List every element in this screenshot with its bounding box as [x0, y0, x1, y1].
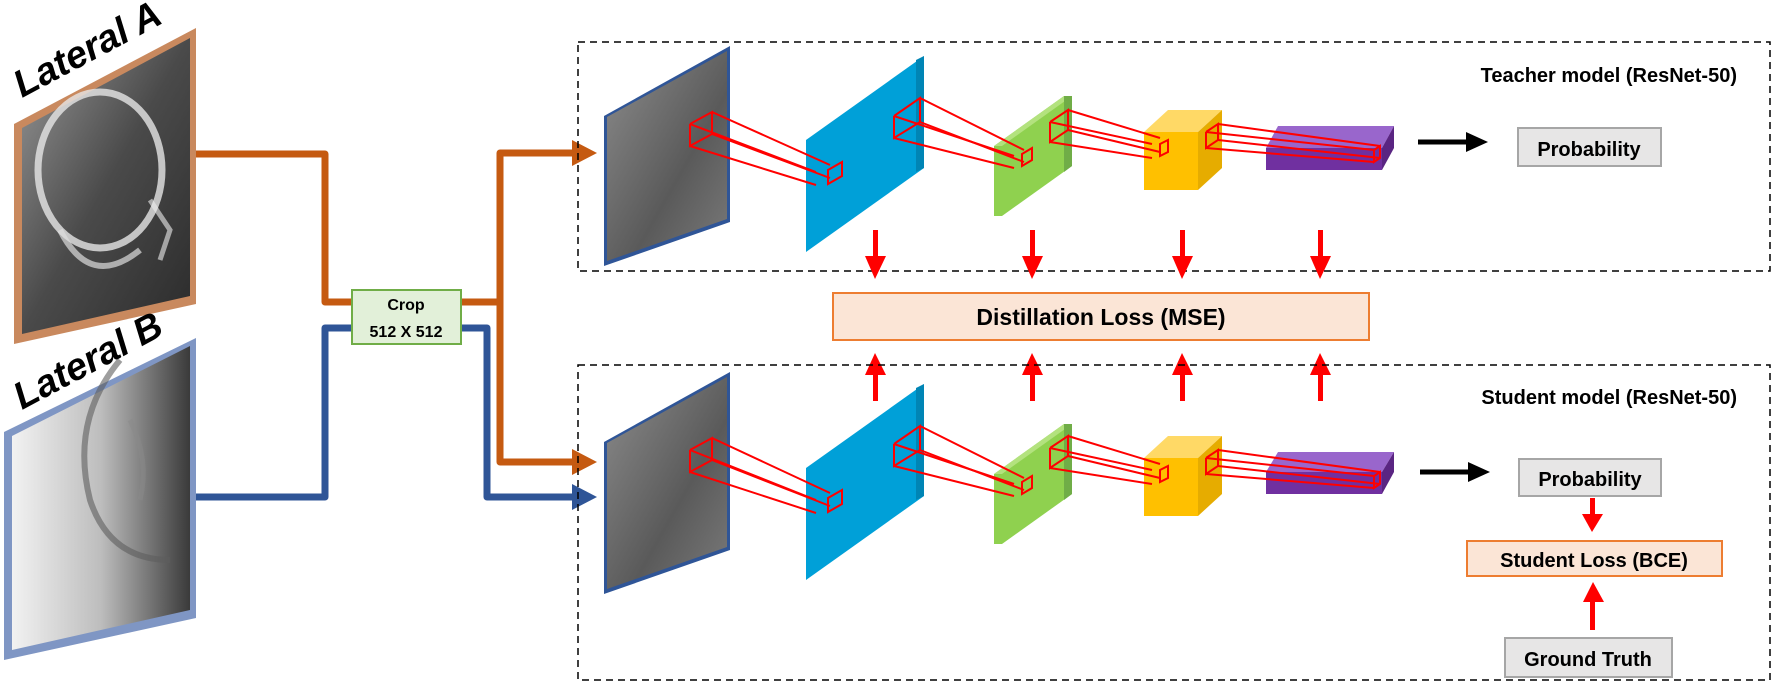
- lateral-a-image: [14, 28, 196, 344]
- teacher-probability-label: Probability: [1537, 139, 1641, 161]
- distillation-loss-box: Distillation Loss (MSE): [832, 292, 1370, 341]
- student-input-image: [604, 372, 730, 594]
- teacher-feature-links: [689, 96, 1381, 186]
- teacher-conv-layer-1: [806, 56, 924, 252]
- teacher-model-frame: [577, 41, 1771, 272]
- crop-label: Crop: [387, 297, 425, 314]
- lateral-b-student-arrowhead: [572, 484, 597, 510]
- student-output-arrow: [1420, 462, 1490, 482]
- teacher-conv-layer-3: [1144, 110, 1222, 190]
- student-loss-label: Student Loss (BCE): [1500, 550, 1688, 572]
- ground-truth-to-loss-arrow: [1583, 582, 1604, 630]
- student-model-title: Student model (ResNet-50): [1481, 387, 1737, 409]
- teacher-to-loss-arrows: [865, 230, 1331, 279]
- student-feature-links: [689, 424, 1381, 514]
- ground-truth-box: Ground Truth: [1504, 637, 1673, 678]
- lateral-a-path: [196, 149, 580, 466]
- student-conv-layer-1: [806, 384, 924, 580]
- lateral-a-teacher-arrowhead: [572, 140, 597, 166]
- lateral-b-image: [4, 338, 196, 660]
- crop-size-label: 512 X 512: [370, 324, 443, 341]
- student-loss-box: Student Loss (BCE): [1466, 540, 1723, 577]
- ground-truth-label: Ground Truth: [1524, 649, 1652, 671]
- distillation-loss-label: Distillation Loss (MSE): [976, 304, 1225, 330]
- teacher-probability-box: Probability: [1517, 127, 1662, 167]
- crop-box: Crop 512 X 512: [351, 289, 462, 345]
- lateral-a-student-arrowhead: [572, 449, 597, 475]
- student-probability-box: Probability: [1518, 458, 1662, 497]
- probability-to-loss-arrow: [1582, 498, 1603, 532]
- student-model-frame: [577, 364, 1771, 681]
- teacher-model-title: Teacher model (ResNet-50): [1481, 65, 1737, 87]
- teacher-output-arrow: [1418, 132, 1488, 152]
- student-conv-layer-3: [1144, 436, 1222, 516]
- teacher-input-image: [604, 46, 730, 266]
- student-probability-label: Probability: [1538, 469, 1642, 491]
- lateral-b-path: [196, 324, 580, 501]
- student-to-loss-arrows: [865, 353, 1331, 401]
